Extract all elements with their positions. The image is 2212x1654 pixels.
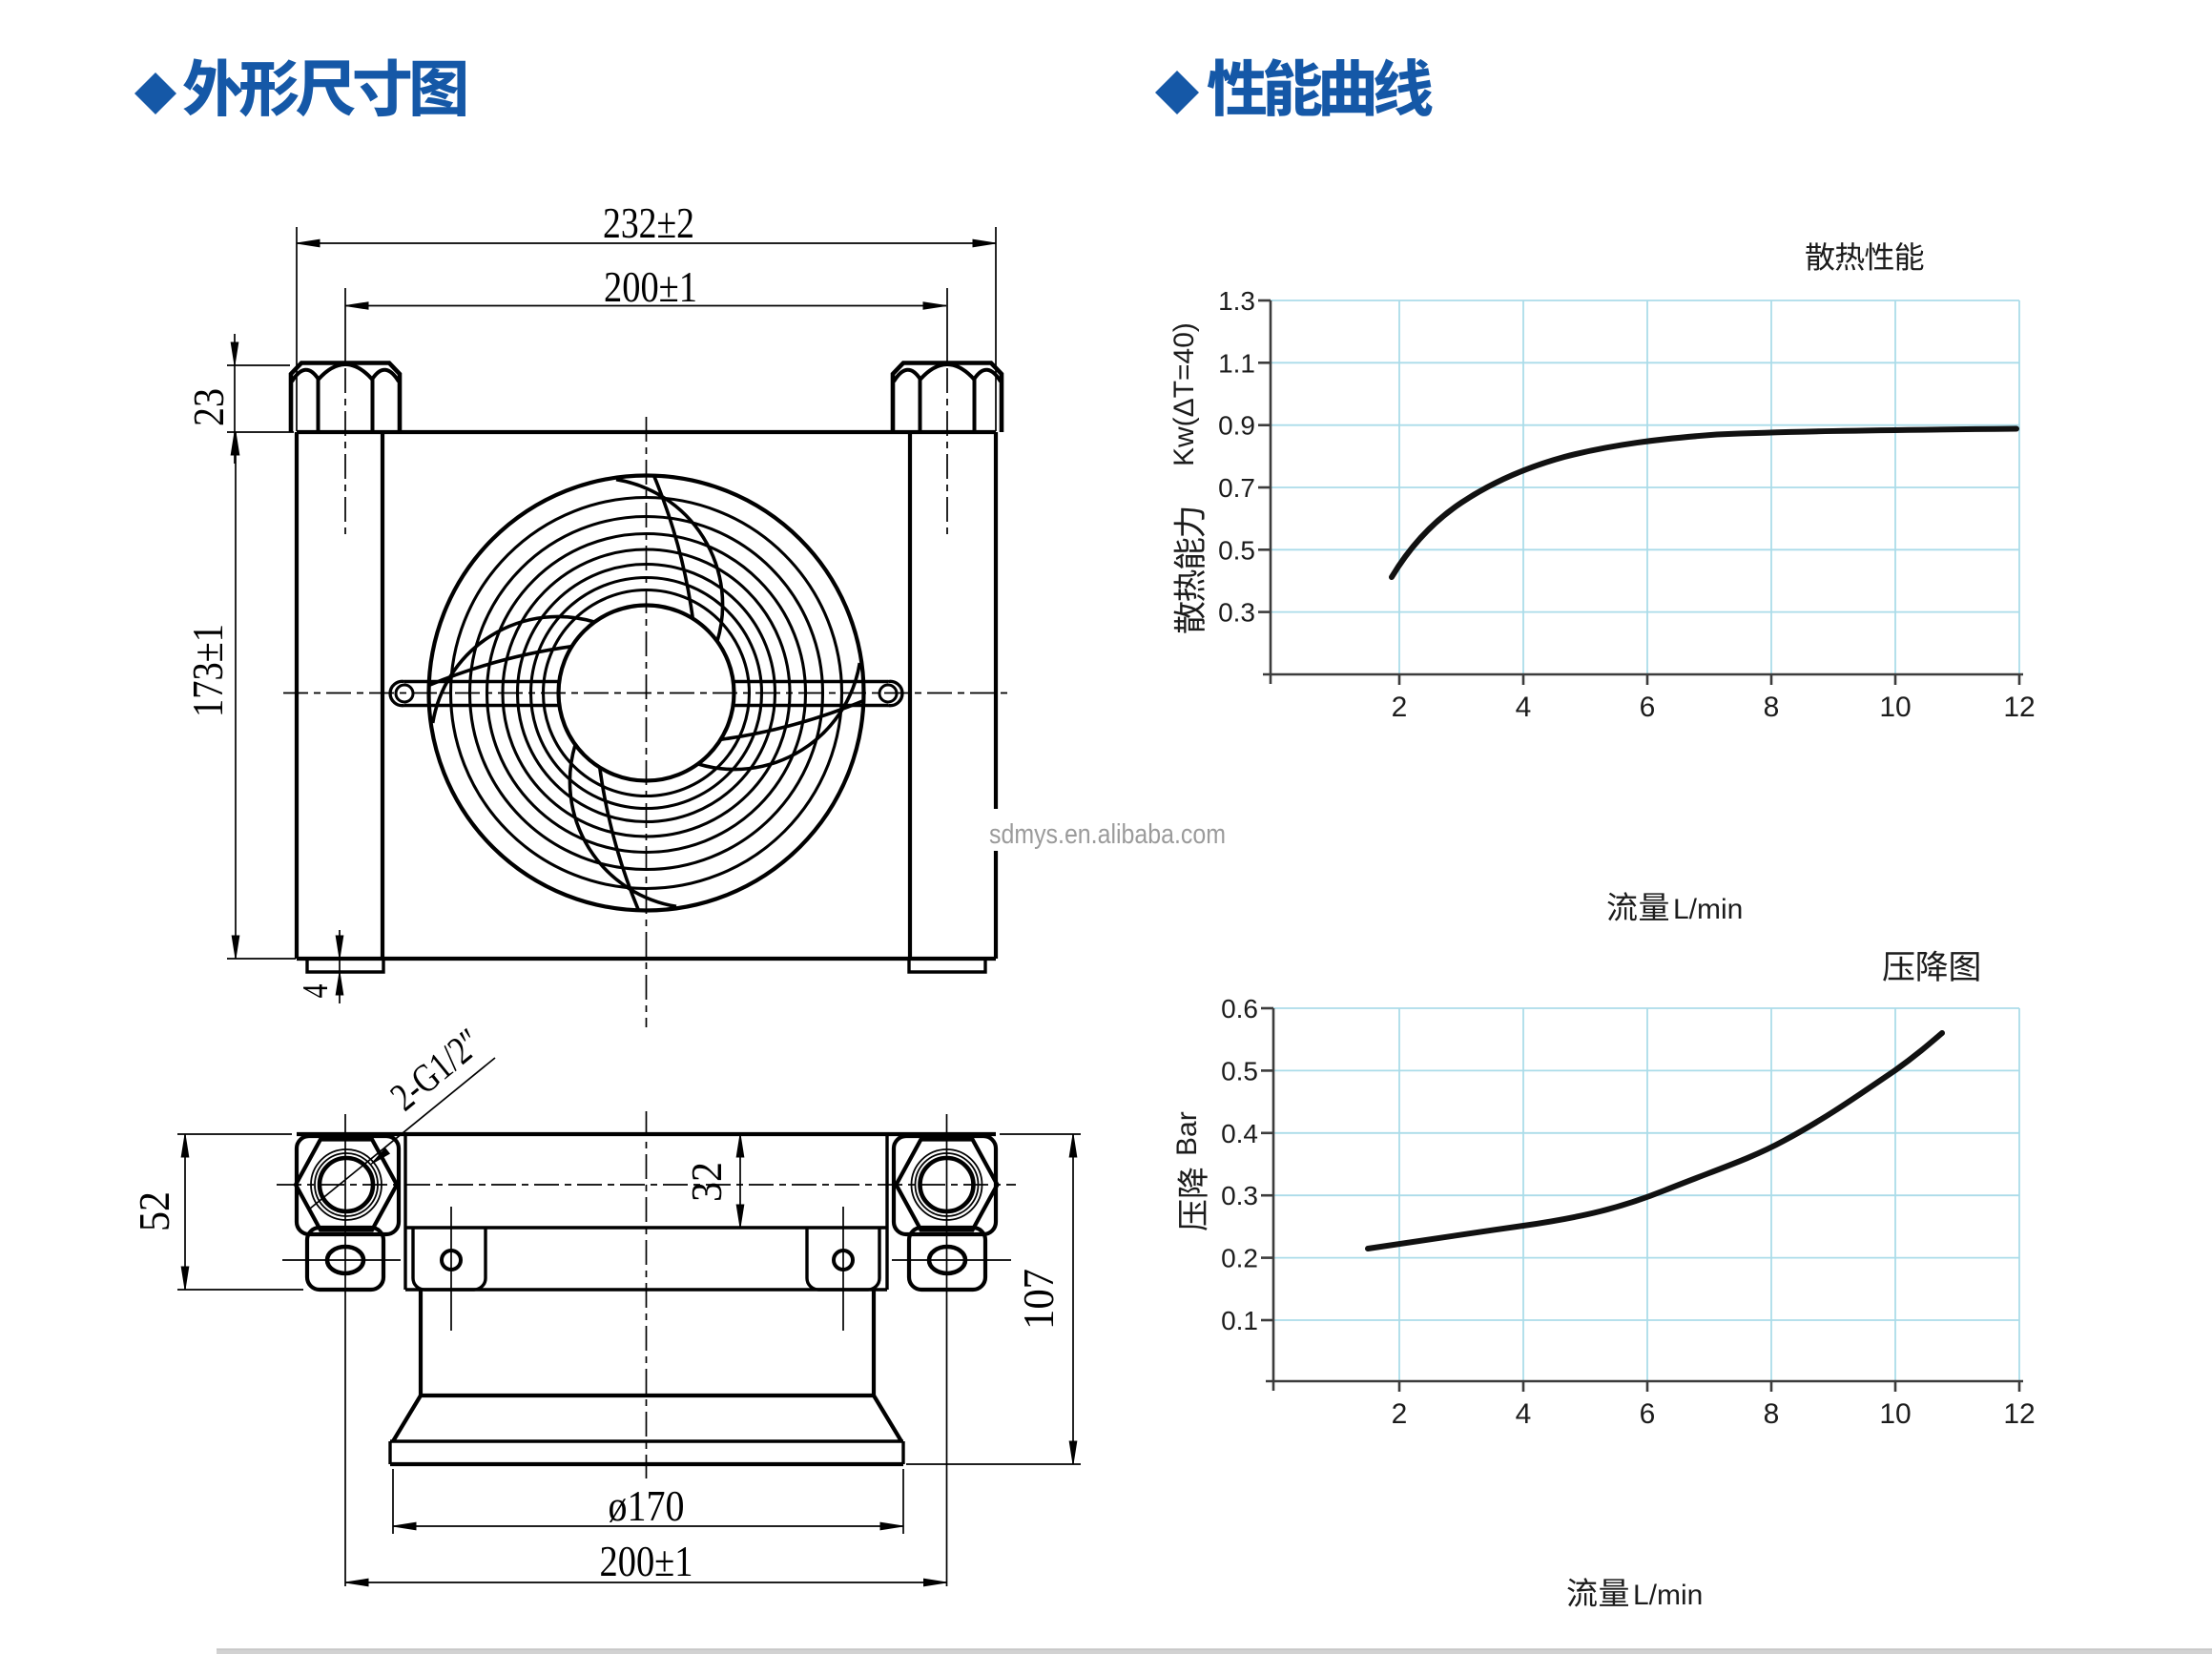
svg-text:232±2: 232±2 <box>603 198 694 247</box>
svg-text:107: 107 <box>1014 1269 1063 1330</box>
svg-text:8: 8 <box>1764 1398 1780 1430</box>
svg-text:6: 6 <box>1640 1398 1656 1430</box>
svg-text:2: 2 <box>1392 1398 1408 1430</box>
svg-text:4: 4 <box>296 984 336 999</box>
svg-text:1.3: 1.3 <box>1218 286 1255 316</box>
svg-text:0.1: 0.1 <box>1221 1306 1258 1335</box>
svg-text:173±1: 173±1 <box>183 624 232 717</box>
svg-text:L/min: L/min <box>1673 894 1743 925</box>
svg-text:0.6: 0.6 <box>1221 994 1258 1023</box>
svg-text:200±1: 200±1 <box>600 1537 693 1585</box>
svg-text:0.5: 0.5 <box>1218 535 1255 565</box>
svg-text:Bar: Bar <box>1171 1111 1203 1156</box>
svg-text:1.1: 1.1 <box>1218 348 1255 378</box>
svg-text:4: 4 <box>1516 1398 1532 1430</box>
svg-text:0.2: 0.2 <box>1221 1244 1258 1273</box>
svg-text:0.3: 0.3 <box>1218 598 1255 628</box>
svg-text:0.3: 0.3 <box>1221 1181 1258 1210</box>
svg-text:0.7: 0.7 <box>1218 473 1255 503</box>
svg-text:52: 52 <box>130 1191 178 1231</box>
svg-text:ø170: ø170 <box>609 1481 685 1530</box>
svg-text:32: 32 <box>682 1162 731 1202</box>
svg-text:10: 10 <box>1879 1398 1911 1430</box>
svg-text:L/min: L/min <box>1633 1580 1703 1611</box>
svg-text:8: 8 <box>1764 692 1780 723</box>
svg-text:0.4: 0.4 <box>1221 1119 1258 1148</box>
svg-text:12: 12 <box>2003 692 2035 723</box>
svg-text:0.9: 0.9 <box>1218 411 1255 441</box>
svg-text:4: 4 <box>1516 692 1532 723</box>
svg-text:2: 2 <box>1392 692 1408 723</box>
svg-text:12: 12 <box>2003 1398 2035 1430</box>
svg-text:200±1: 200±1 <box>604 262 697 311</box>
svg-text:23: 23 <box>184 388 233 426</box>
svg-text:6: 6 <box>1640 692 1656 723</box>
svg-text:Kw(ΔT=40): Kw(ΔT=40) <box>1168 322 1200 466</box>
svg-text:sdmys.en.alibaba.com: sdmys.en.alibaba.com <box>989 819 1226 850</box>
svg-text:0.5: 0.5 <box>1221 1056 1258 1085</box>
svg-text:10: 10 <box>1879 692 1911 723</box>
